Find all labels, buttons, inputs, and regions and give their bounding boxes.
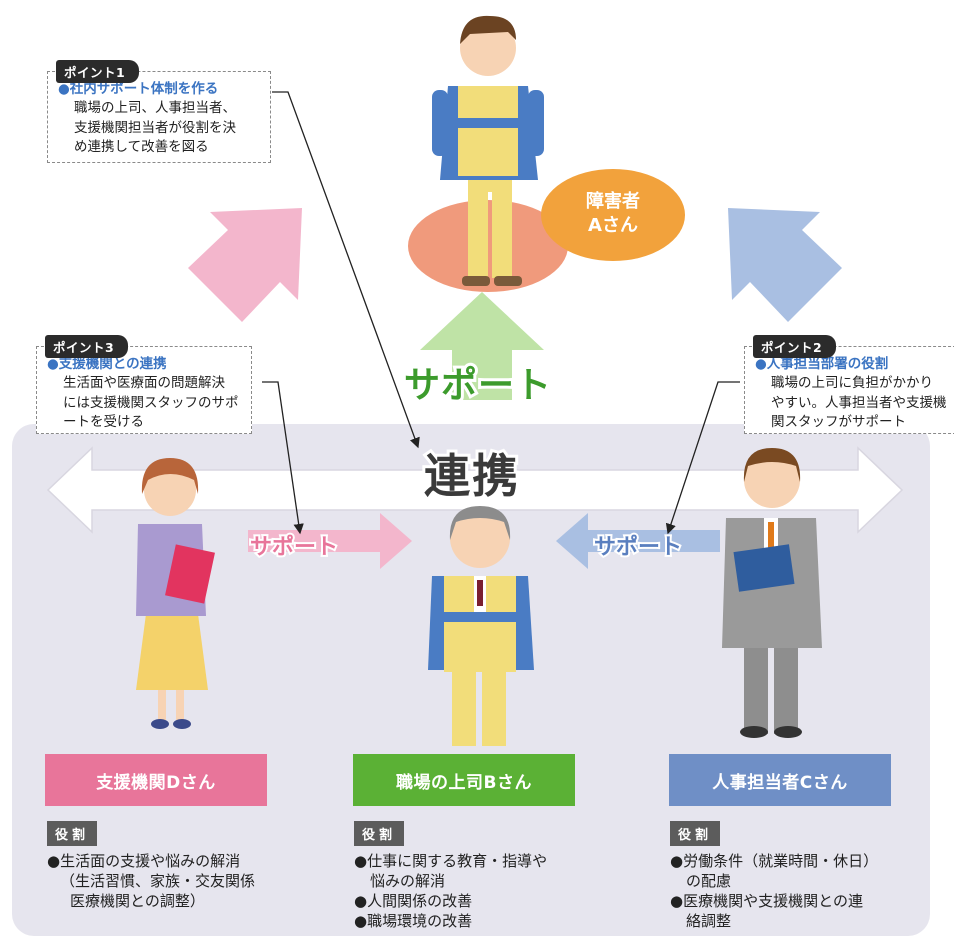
person-a-badge bbox=[541, 169, 685, 261]
person-d-name: 支援機関Dさん bbox=[45, 754, 267, 806]
point1-title-text: 社内サポート体制を作る bbox=[69, 81, 219, 97]
point1-tag: ポイント1 bbox=[56, 60, 140, 83]
person-d-role-3: 医療機関との調整） bbox=[70, 892, 205, 910]
pink-diagonal-arrow bbox=[188, 208, 302, 322]
person-b-role-3: ●人間関係の改善 bbox=[354, 892, 473, 910]
point1-line3: め連携して改善を図る bbox=[74, 139, 209, 155]
person-a-label-line2: Aさん bbox=[588, 215, 638, 236]
person-c-role-3: ●医療機関や支援機関との連 bbox=[670, 892, 863, 910]
point2-title: ●人事担当部署の役割 bbox=[755, 356, 889, 372]
person-b-figure bbox=[428, 506, 534, 746]
point3-callout: ポイント3 ●支援機関との連携 生活面や医療面の問題解決 には支援機関スタッフの… bbox=[36, 335, 252, 434]
blue-support-arrow bbox=[556, 513, 720, 569]
point3-line3: ートを受ける bbox=[63, 414, 144, 430]
person-a-figure bbox=[432, 15, 544, 286]
point3-connector bbox=[262, 381, 304, 535]
green-up-arrow bbox=[420, 292, 544, 400]
point2-connector bbox=[665, 381, 740, 535]
blue-diagonal-arrow bbox=[728, 208, 842, 322]
point2-title-text: 人事担当部署の役割 bbox=[766, 356, 889, 372]
person-b-role-1: ●仕事に関する教育・指導や bbox=[354, 852, 548, 870]
person-c-role-1: ●労働条件（就業時間・休日） bbox=[670, 852, 879, 870]
person-b-name: 職場の上司Bさん bbox=[353, 754, 575, 806]
point3-tag: ポイント3 bbox=[45, 335, 129, 358]
person-c-figure bbox=[722, 448, 822, 738]
collaboration-title: 連携 bbox=[421, 446, 521, 506]
person-d-role-tag: 役割 bbox=[47, 821, 98, 846]
point3-title-text: 支援機関との連携 bbox=[58, 356, 167, 372]
point1-line1: 職場の上司、人事担当者、 bbox=[74, 100, 236, 116]
point3-line2: には支援機関スタッフのサポ bbox=[63, 394, 239, 411]
point1-connector bbox=[272, 91, 420, 449]
pink-support-arrow bbox=[248, 513, 412, 569]
person-c-role-tag: 役割 bbox=[670, 821, 721, 846]
person-b-role-2: 悩みの解消 bbox=[370, 872, 446, 890]
point2-line2: やすい。人事担当者や支援機 bbox=[771, 394, 947, 411]
person-c-role-2: の配慮 bbox=[686, 872, 732, 890]
person-a-label-line1: 障害者 bbox=[586, 191, 640, 212]
collaboration-double-arrow bbox=[46, 446, 904, 534]
point2-tag: ポイント2 bbox=[753, 335, 837, 358]
person-d-role-1: ●生活面の支援や悩みの解消 bbox=[47, 852, 241, 870]
support-label-main: サポート bbox=[401, 362, 554, 409]
person-a-label: 障害者 Aさん bbox=[541, 190, 685, 238]
point1-callout: ポイント1 ●社内サポート体制を作る 職場の上司、人事担当者、 支援機関担当者が… bbox=[47, 60, 271, 163]
point2-line1: 職場の上司に負担がかかり bbox=[771, 375, 933, 391]
person-b-role-4: ●職場環境の改善 bbox=[354, 912, 473, 930]
person-d-figure bbox=[136, 458, 215, 729]
person-b-role-tag: 役割 bbox=[354, 821, 405, 846]
person-d-role-2: （生活習慣、家族・交友関係 bbox=[60, 872, 256, 890]
support-label-right: サポート bbox=[592, 533, 684, 562]
support-label-left: サポート bbox=[248, 533, 340, 562]
point1-title: ●社内サポート体制を作る bbox=[58, 81, 219, 97]
point3-line1: 生活面や医療面の問題解決 bbox=[63, 375, 225, 391]
point2-callout: ポイント2 ●人事担当部署の役割 職場の上司に負担がかかり やすい。人事担当者や… bbox=[744, 335, 954, 434]
point2-line3: 関スタッフがサポート bbox=[771, 414, 906, 430]
point1-line2: 支援機関担当者が役割を決 bbox=[74, 119, 236, 136]
person-c-name: 人事担当者Cさん bbox=[669, 754, 891, 806]
point3-title: ●支援機関との連携 bbox=[47, 356, 167, 372]
person-c-role-4: 絡調整 bbox=[686, 912, 732, 930]
